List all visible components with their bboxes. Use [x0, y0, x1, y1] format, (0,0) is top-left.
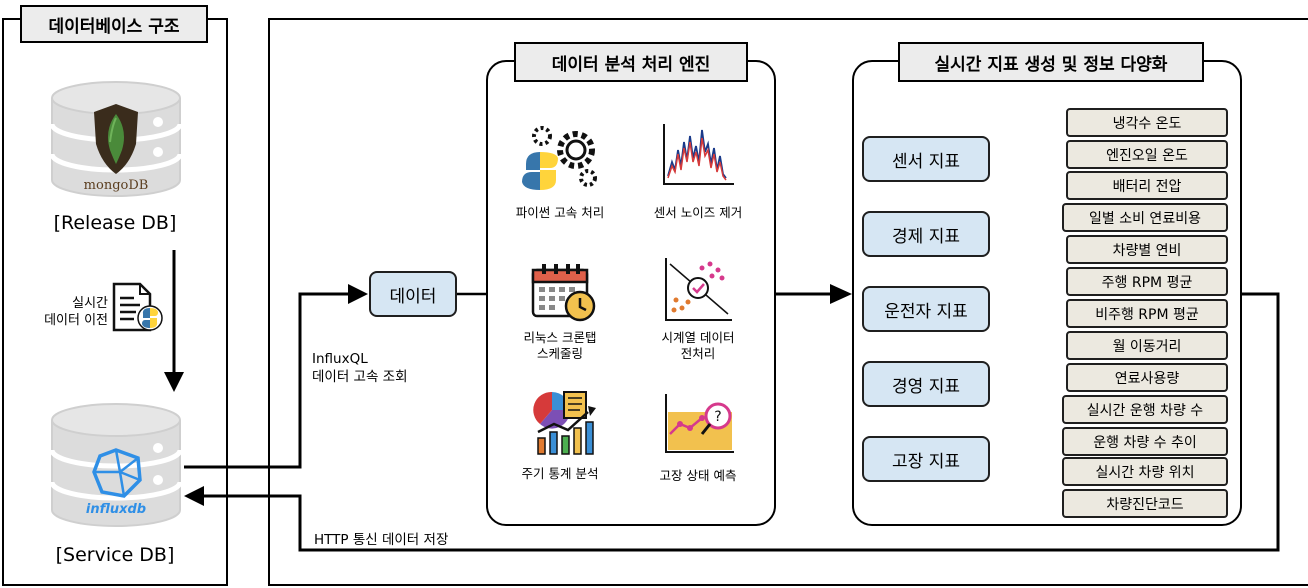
detail-idle-rpm: 비주행 RPM 평균 [1066, 299, 1228, 328]
detail-battery-voltage: 배터리 전압 [1066, 171, 1228, 200]
engine-item-label-noise: 센서 노이즈 제거 [653, 205, 743, 220]
release-db-logo-text: mongoDB [83, 178, 149, 193]
store-label: HTTP 통신 데이터 저장 [314, 532, 449, 548]
release-db-label: [Release DB] [53, 212, 177, 234]
data-box: 데이터 [369, 271, 457, 317]
engine-item-label-cron-line2: 스케줄링 [536, 346, 583, 361]
migration-label-line2: 데이터 이전 [44, 313, 108, 328]
detail-vehicle-efficiency: 차량별 연비 [1066, 235, 1228, 264]
detail-fuel-usage: 연료사용량 [1066, 363, 1228, 392]
engine-item-label-fault: 고장 상태 예측 [659, 468, 737, 483]
category-sensor: 센서 지표 [862, 136, 990, 182]
engine-item-label-timeseries-line2: 전처리 [680, 346, 716, 361]
query-label-line1: InfluxQL [312, 351, 368, 367]
release-db-icon [50, 81, 182, 197]
detail-monthly-distance: 월 이동거리 [1066, 331, 1228, 360]
analysis-engine-title: 데이터 분석 처리 엔진 [514, 42, 748, 82]
detail-oil-temp: 엔진오일 온도 [1066, 140, 1228, 169]
category-driver: 운전자 지표 [862, 286, 990, 332]
engine-item-label-cron-line1: 리눅스 크론탭 [523, 330, 597, 345]
engine-item-label-python: 파이썬 고속 처리 [515, 205, 605, 220]
detail-daily-fuel-cost: 일별 소비 연료비용 [1062, 203, 1228, 232]
detail-live-vehicle-count: 실시간 운행 차량 수 [1062, 395, 1228, 424]
detail-live-vehicle-location: 실시간 차량 위치 [1062, 457, 1228, 486]
calendar-clock-icon [531, 264, 596, 322]
engine-item-label-cron: 리눅스 크론탭 스케줄링 [498, 330, 622, 362]
python-gears-icon [522, 126, 597, 190]
migration-label: 실시간 데이터 이전 [28, 295, 108, 329]
detail-vehicle-count-trend: 운행 차량 수 추이 [1062, 427, 1228, 456]
processing-panel [268, 18, 1308, 586]
category-economic: 경제 지표 [862, 211, 990, 257]
svg-text:?: ? [714, 409, 721, 425]
python-document-icon [112, 282, 163, 332]
detail-coolant-temp: 냉각수 온도 [1066, 108, 1228, 137]
service-db-icon [50, 403, 182, 527]
migration-label-line1: 실시간 [72, 296, 108, 311]
query-label: InfluxQL 데이터 고속 조회 [312, 350, 408, 386]
category-fault: 고장 지표 [862, 436, 990, 482]
query-label-line2: 데이터 고속 조회 [312, 369, 408, 385]
engine-item-label-timeseries-line1: 시계열 데이터 [661, 330, 735, 345]
category-management: 경영 지표 [862, 361, 990, 407]
service-db-label: [Service DB] [55, 544, 175, 566]
indicators-title: 실시간 지표 생성 및 정보 다양화 [898, 42, 1204, 82]
engine-item-label-timeseries: 시계열 데이터 전처리 [636, 330, 760, 362]
noise-signal-icon [663, 124, 734, 185]
database-structure-title: 데이터베이스 구조 [20, 5, 208, 43]
detail-diagnostic-code: 차량진단코드 [1062, 489, 1228, 518]
service-db-logo-text: influxdb [85, 502, 147, 517]
scatter-check-icon [665, 258, 732, 321]
fault-predict-icon: ? [665, 394, 734, 453]
engine-item-label-stats: 주기 통계 분석 [521, 466, 599, 481]
detail-driving-rpm: 주행 RPM 평균 [1066, 267, 1228, 296]
stats-chart-icon [533, 391, 596, 455]
